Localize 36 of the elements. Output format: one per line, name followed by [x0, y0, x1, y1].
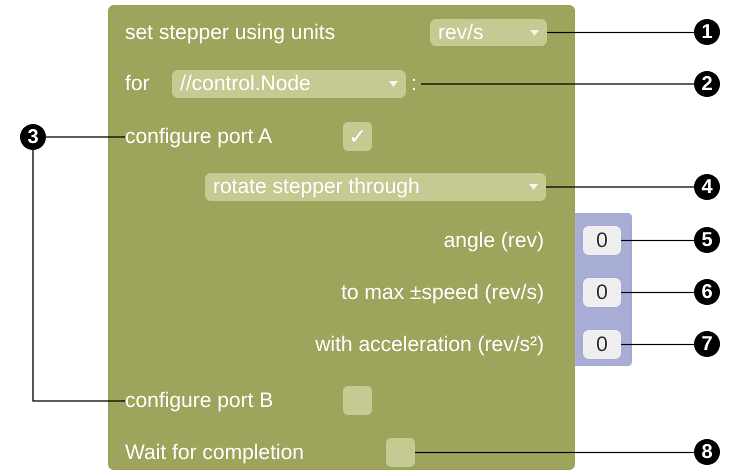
dropdown: rev/s: [430, 19, 547, 46]
input-label: with acceleration (rev/s²): [314, 332, 544, 358]
option-label: configure port B: [125, 386, 333, 416]
dropdown: rotate stepper through: [205, 173, 546, 201]
leader-line: [621, 344, 694, 346]
callout-number: 2: [694, 71, 720, 97]
option-label: Wait for completion: [125, 440, 305, 466]
leader-line: [32, 150, 125, 402]
number-field: 0: [583, 330, 621, 359]
separator-text: :: [411, 70, 421, 98]
leader-line: [415, 452, 694, 454]
leader-line: [621, 292, 694, 294]
input-label: to max ±speed (rev/s): [340, 280, 544, 306]
option-label: configure port A: [125, 122, 333, 152]
callout-number: 1: [694, 19, 720, 45]
checkbox: ✓: [343, 122, 372, 151]
code-block: [108, 5, 575, 470]
callout-number: 4: [694, 174, 720, 200]
checkbox: [343, 386, 372, 415]
checkbox: [386, 438, 415, 467]
number-field: 0: [583, 278, 621, 307]
callout-number: 5: [694, 227, 720, 253]
leader-line: [621, 240, 694, 242]
input-label: angle (rev): [442, 228, 544, 254]
callout-number: 7: [694, 331, 720, 357]
leader-line: [546, 186, 694, 188]
callout-number: 6: [694, 279, 720, 305]
leader-line: [547, 32, 694, 34]
block-title: set stepper using units: [125, 20, 336, 46]
dropdown: //control.Node: [172, 70, 406, 98]
callout-number: 3: [20, 124, 46, 150]
number-field: 0: [583, 226, 621, 255]
leader-line: [421, 83, 694, 85]
leader-line: [46, 136, 125, 138]
callout-number: 8: [694, 439, 720, 465]
option-label: for: [125, 71, 151, 97]
